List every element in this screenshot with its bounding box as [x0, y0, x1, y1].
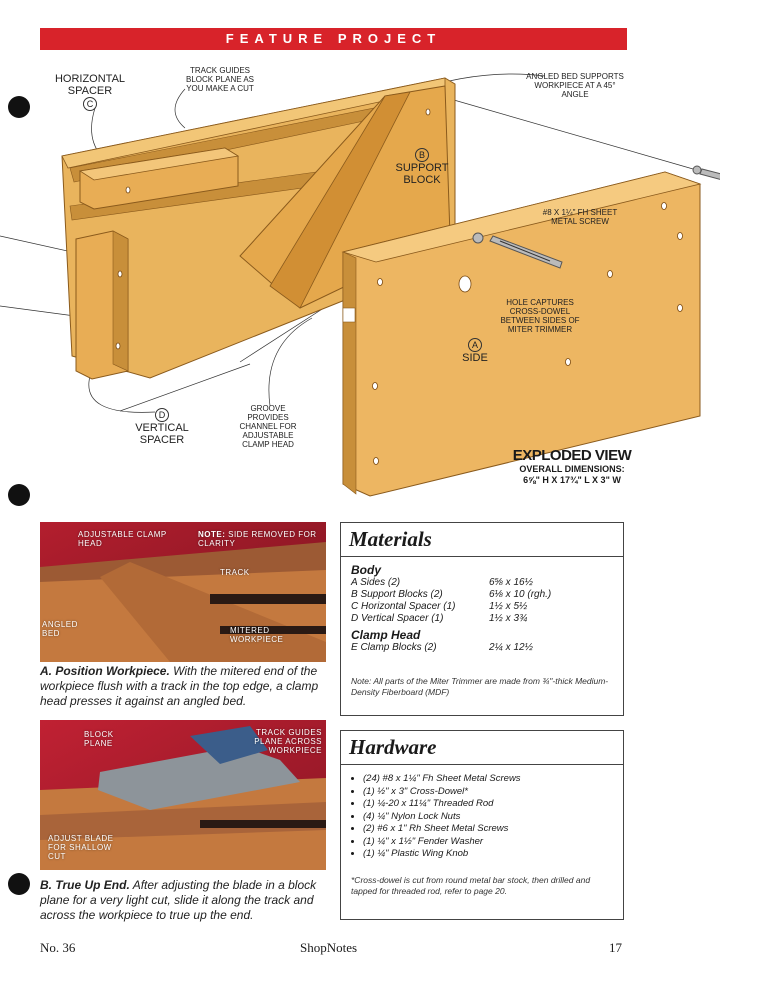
- label-note: NOTE: SIDE REMOVED FOR CLARITY: [198, 530, 317, 548]
- hardware-item: (1) ¼" Plastic Wing Knob: [363, 848, 623, 861]
- materials-body-list: A Sides (2) 6⅝ x 16½ B Support Blocks (2) 6…: [351, 577, 613, 625]
- callout-track-guides: TRACK GUIDES BLOCK PLANE AS YOU MAKE A C…: [185, 66, 255, 93]
- hardware-item: (1) ¼-20 x 11¼" Threaded Rod: [363, 798, 623, 811]
- materials-clamp-heading: Clamp Head: [351, 628, 421, 642]
- hardware-item: (1) ¼" x 1½" Fender Washer: [363, 836, 623, 849]
- footer-page-number: 17: [609, 940, 622, 955]
- callout-horizontal-spacer: HORIZONTAL SPACER C: [54, 73, 126, 111]
- hardware-item: (1) ½" x 3" Cross-Dowel*: [363, 786, 623, 799]
- materials-row: C Horizontal Spacer (1) 1½ x 5½: [351, 601, 613, 613]
- label-block-plane: BLOCK PLANE: [84, 730, 114, 748]
- hardware-item: (2) #6 x 1" Rh Sheet Metal Screws: [363, 823, 623, 836]
- materials-row: B Support Blocks (2) 6⅛ x 10 (rgh.): [351, 589, 613, 601]
- caption-a-title: A. Position Workpiece.: [40, 664, 170, 678]
- overall-dimensions-label: OVERALL DIMENSIONS:: [519, 464, 625, 474]
- part-name: C Horizontal Spacer (1): [351, 601, 456, 612]
- part-name: E Clamp Blocks (2): [351, 642, 437, 653]
- callout-angled-bed: ANGLED BED SUPPORTS WORKPIECE AT A 45° A…: [526, 72, 624, 99]
- label-track: TRACK: [220, 568, 250, 577]
- part-letter-c: C: [83, 97, 97, 111]
- photo-a-image: [40, 522, 326, 662]
- part-name: B Support Blocks (2): [351, 589, 443, 600]
- part-dimensions: 2¼ x 12½: [489, 642, 533, 653]
- materials-row: D Vertical Spacer (1) 1½ x 3¾: [351, 613, 613, 625]
- callout-hole: HOLE CAPTURES CROSS-DOWEL BETWEEN SIDES …: [500, 298, 580, 334]
- part-dimensions: 6⅝ x 16½: [489, 577, 533, 588]
- part-letter-d: D: [155, 408, 169, 422]
- materials-body-heading: Body: [351, 563, 381, 577]
- hardware-box: Hardware (24) #8 x 1¼" Fh Sheet Metal Sc…: [340, 730, 624, 920]
- hardware-note: *Cross-dowel is cut from round metal bar…: [351, 874, 591, 896]
- materials-row: A Sides (2) 6⅝ x 16½: [351, 577, 613, 589]
- part-name: A Sides (2): [351, 577, 401, 588]
- photo-true-up-end: BLOCK PLANE TRACK GUIDES PLANE ACROSS WO…: [40, 720, 326, 870]
- footer-publication: ShopNotes: [300, 940, 358, 955]
- caption-b-title: B. True Up End.: [40, 878, 130, 892]
- materials-row: E Clamp Blocks (2) 2¼ x 12½: [351, 642, 613, 654]
- part-name: D Vertical Spacer (1): [351, 613, 444, 624]
- caption-b-text: After adjusting the blade in a block pla…: [40, 878, 317, 922]
- materials-note: Note: All parts of the Miter Trimmer are…: [351, 676, 609, 697]
- callout-groove: GROOVE PROVIDES CHANNEL FOR ADJUSTABLE C…: [239, 404, 297, 449]
- part-dimensions: 1½ x 5½: [489, 601, 528, 612]
- part-dimensions: 1½ x 3¾: [489, 613, 528, 624]
- label-angled-bed: ANGLED BED: [42, 620, 78, 638]
- hardware-title: Hardware: [341, 731, 623, 765]
- hardware-item: (4) ¼" Nylon Lock Nuts: [363, 811, 623, 824]
- photo-b-image: [40, 720, 326, 870]
- materials-title: Materials: [341, 523, 623, 557]
- materials-clamp-list: E Clamp Blocks (2) 2¼ x 12½: [351, 642, 613, 654]
- exploded-view-diagram: [0, 73, 720, 497]
- callout-side: A SIDE: [462, 338, 488, 364]
- caption-b: B. True Up End. After adjusting the blad…: [40, 878, 326, 923]
- label-mitered-workpiece: MITERED WORKPIECE: [230, 626, 284, 644]
- overall-dimensions-value: 6⅝" H x 17¾" L x 3" W: [523, 475, 621, 485]
- callout-vertical-spacer: D VERTICAL SPACER: [135, 408, 189, 446]
- exploded-view-label: EXPLODED VIEW OVERALL DIMENSIONS: 6⅝" H …: [512, 447, 632, 486]
- part-letter-b: B: [415, 148, 429, 162]
- exploded-view-title: EXPLODED VIEW: [512, 447, 632, 464]
- punch-hole-middle: [8, 484, 30, 506]
- punch-hole-bottom: [8, 873, 30, 895]
- part-dimensions: 6⅛ x 10 (rgh.): [489, 589, 552, 600]
- caption-a: A. Position Workpiece. With the mitered …: [40, 664, 326, 709]
- feature-project-banner: FEATURE PROJECT: [40, 28, 627, 50]
- callout-support-block: B SUPPORT BLOCK: [395, 148, 449, 186]
- hardware-list: (24) #8 x 1¼" Fh Sheet Metal Screws(1) ½…: [341, 773, 623, 861]
- part-letter-a: A: [468, 338, 482, 352]
- callout-screw: #8 x 1¼" Fh SHEET METAL SCREW: [542, 208, 618, 226]
- label-clamp-head: ADJUSTABLE CLAMP HEAD: [78, 530, 167, 548]
- footer-issue: No. 36: [40, 940, 76, 955]
- photo-position-workpiece: ADJUSTABLE CLAMP HEAD NOTE: SIDE REMOVED…: [40, 522, 326, 662]
- label-adjust-blade: ADJUST BLADE FOR SHALLOW CUT: [48, 834, 114, 861]
- caption-a-text: With the mitered end of the workpiece fl…: [40, 664, 319, 708]
- label-track-guides-plane: TRACK GUIDES PLANE ACROSS WORKPIECE: [254, 728, 322, 755]
- punch-hole-top: [8, 96, 30, 118]
- hardware-item: (24) #8 x 1¼" Fh Sheet Metal Screws: [363, 773, 623, 786]
